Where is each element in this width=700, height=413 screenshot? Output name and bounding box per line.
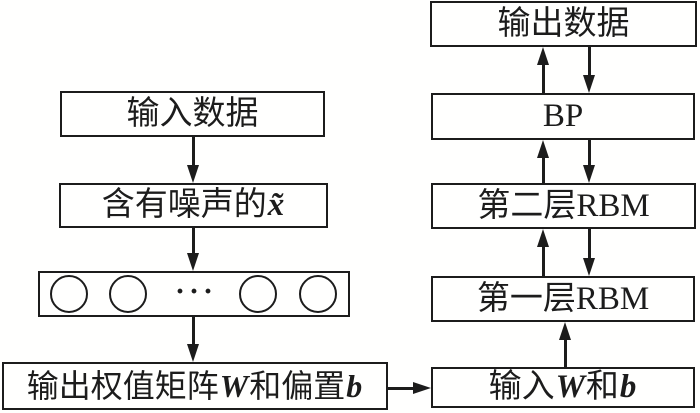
down-arrow-icon — [587, 47, 591, 75]
noisy-x-tilde-symbol: x̃ — [267, 187, 285, 223]
rbm-layer2-box: 第二层RBM — [431, 183, 696, 229]
input-data-box: 输入数据 — [60, 91, 325, 137]
down-arrow-icon — [587, 229, 591, 258]
bp-box: BP — [431, 93, 695, 140]
rbm-layer1-label: 第一层RBM — [476, 280, 650, 317]
neuron-circle — [109, 275, 147, 313]
output-weights-label-2: 和偏置 — [249, 368, 346, 404]
down-arrow-icon — [587, 140, 591, 165]
ellipsis-dots: ··· — [174, 275, 217, 308]
input-b-symbol: b — [619, 369, 637, 405]
output-data-label: 输出数据 — [497, 5, 630, 42]
down-arrow-icon — [191, 317, 195, 344]
noisy-input-label: 含有噪声的 — [101, 187, 267, 223]
input-w-symbol: W — [555, 369, 585, 405]
bias-b-symbol: b — [346, 368, 363, 404]
up-arrow-icon — [541, 158, 545, 183]
neuron-circle — [299, 275, 337, 313]
up-arrow-icon — [541, 247, 545, 276]
bp-label: BP — [542, 98, 584, 134]
output-data-box: 输出数据 — [430, 1, 697, 47]
rbm-layer2-label: 第二层RBM — [477, 187, 650, 224]
input-data-label: 输入数据 — [126, 95, 259, 132]
input-wb-label-2: 和 — [585, 369, 619, 405]
down-arrow-icon — [191, 137, 195, 165]
neuron-layer-box — [38, 271, 350, 317]
rbm-layer1-box: 第一层RBM — [431, 276, 695, 322]
weight-matrix-w-symbol: W — [219, 368, 249, 404]
right-arrow-icon — [388, 386, 413, 390]
up-arrow-icon — [563, 340, 567, 367]
neuron-circle — [50, 275, 88, 313]
up-arrow-icon — [541, 65, 545, 93]
neuron-circle — [239, 275, 277, 313]
input-wb-label-1: 输入 — [488, 369, 555, 405]
output-weights-label-1: 输出权值矩阵 — [26, 368, 219, 404]
down-arrow-icon — [191, 228, 195, 253]
